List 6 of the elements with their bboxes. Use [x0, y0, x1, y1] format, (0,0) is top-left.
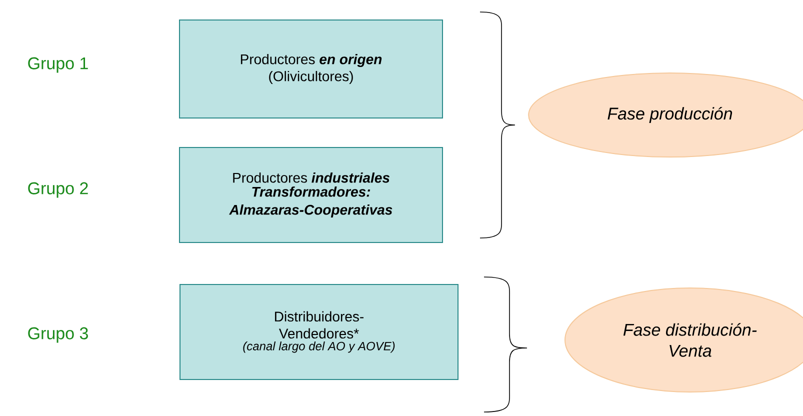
group-label: Grupo 1 [28, 57, 88, 73]
actor-box: Productores en origen (Olivicultores) [179, 20, 443, 118]
group-label: Grupo 2 [28, 182, 88, 198]
group-label: Grupo 3 [28, 327, 88, 343]
actor-box: Distribuidores- Vendedores* (canal largo del AO y AOVE) [180, 284, 458, 380]
actor-box: Productores industriales Transformadores: Almazaras-Cooperativas [179, 147, 443, 243]
